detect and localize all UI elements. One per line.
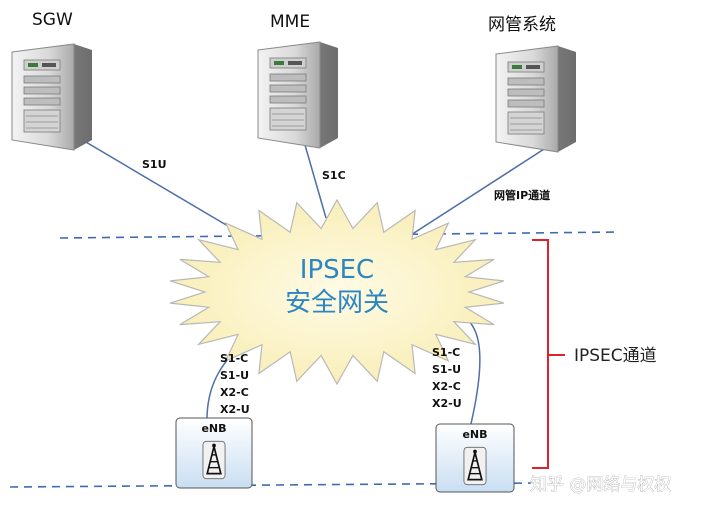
enb-right-interface-4: X2-U [432,397,462,410]
enb-right-label: eNB [462,428,487,441]
server-mme [257,41,339,149]
enb-left-interface-3: X2-C [220,386,249,399]
enb-left-label: eNB [201,422,226,435]
enb-right-interface-3: X2-C [432,380,461,393]
server-nms [495,45,577,153]
server-nms-title: 网管系统 [488,15,556,35]
s1c-link-line [302,137,327,219]
enb-right-interface-2: S1-U [432,363,461,376]
link-label-s1u: S1U [142,158,167,171]
enb-right [435,423,515,493]
watermark-text: 知乎 @网络与权权 [530,475,671,495]
server-sgw [11,43,93,151]
server-sgw-title: SGW [32,10,73,30]
enb-left [175,417,253,489]
enb-left-interface-1: S1-C [220,352,248,365]
nms-link-line [399,141,556,243]
link-label-nms-ip: 网管IP通道 [494,188,550,202]
gateway-title-line1: IPSEC [300,255,374,285]
ipsec-tunnel-label: IPSEC通道 [574,346,657,366]
enb-left-interface-4: X2-U [220,403,250,416]
base-station-tower-icon [463,446,487,486]
enb-left-interface-2: S1-U [220,369,249,382]
link-label-s1c: S1C [322,169,346,182]
enb-right-interface-1: S1-C [432,346,460,359]
ipsec-gateway-cloud [170,198,504,386]
gateway-title-line2: 安全网关 [285,288,389,318]
ipsec-tunnel-bracket [532,239,565,469]
server-mme-title: MME [270,12,310,32]
base-station-tower-icon [202,440,226,480]
